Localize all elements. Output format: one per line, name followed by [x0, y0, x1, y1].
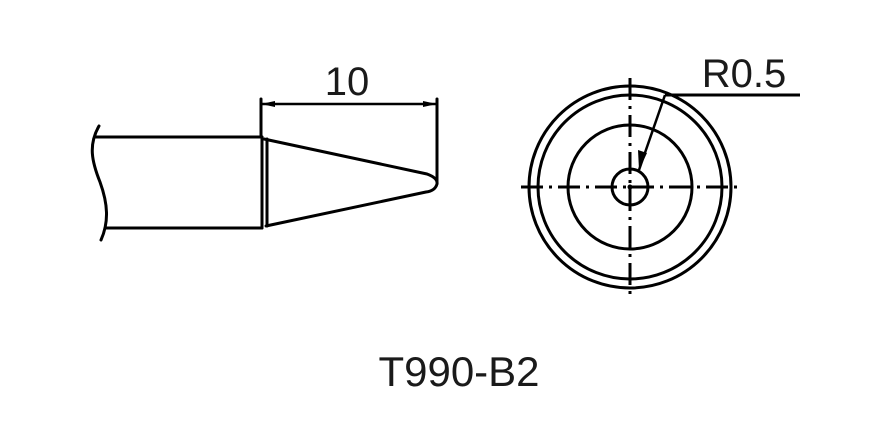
side-view: [90, 97, 439, 242]
center-point: [627, 184, 633, 190]
end-view: [521, 78, 800, 296]
radius-arrow: [638, 150, 647, 170]
dimension-arrow-left: [261, 101, 275, 107]
taper-tip: [262, 137, 439, 228]
length-dimension-label: 10: [325, 60, 370, 104]
dimension-arrow-right: [423, 101, 437, 107]
radius-dimension-label: R0.5: [702, 52, 787, 96]
break-line: [90, 124, 108, 242]
part-number-title: T990-B2: [378, 348, 539, 395]
